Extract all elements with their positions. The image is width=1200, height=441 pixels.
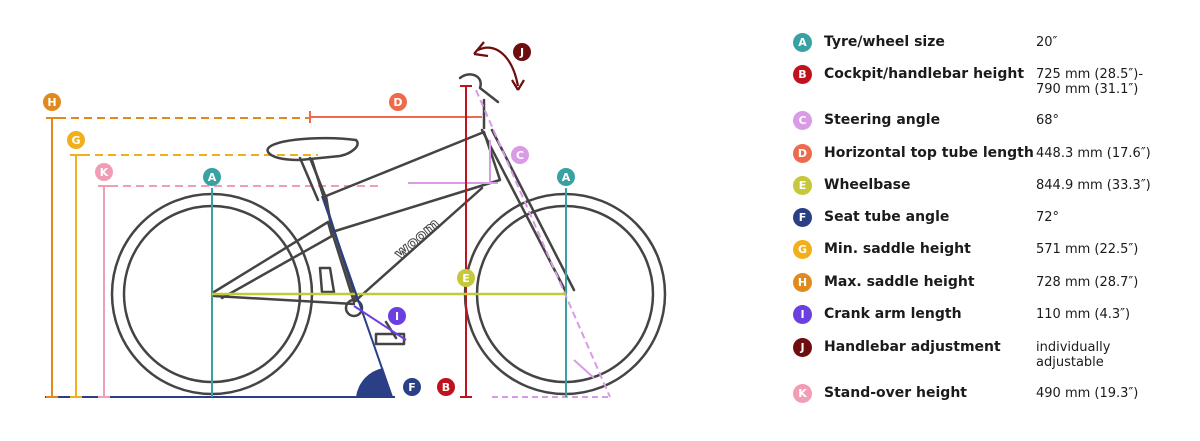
brand-logo: woom xyxy=(390,214,443,263)
svg-text:A: A xyxy=(562,171,571,184)
legend-badge-j: J xyxy=(793,338,812,357)
svg-text:D: D xyxy=(393,96,402,109)
marker-k: K xyxy=(95,163,113,181)
legend-value-g: 571 mm (22.5″) xyxy=(1036,242,1139,257)
svg-text:C: C xyxy=(516,149,524,162)
svg-text:H: H xyxy=(47,96,56,109)
legend-badge-k: K xyxy=(793,384,812,403)
legend-label-e: Wheelbase xyxy=(824,177,911,193)
legend-value-i: 110 mm (4.3″) xyxy=(1036,307,1131,322)
max-saddle-height-dimension xyxy=(46,117,310,398)
bike-frame xyxy=(212,73,576,346)
legend-value-f: 72° xyxy=(1036,210,1060,225)
marker-h: H xyxy=(43,93,61,111)
svg-text:G: G xyxy=(71,134,80,147)
legend-value-e: 844.9 mm (33.3″) xyxy=(1036,178,1151,193)
legend-badge-c: C xyxy=(793,111,812,130)
top-tube-length-dimension xyxy=(309,111,482,123)
legend-label-g: Min. saddle height xyxy=(824,241,971,257)
legend-badge-i: I xyxy=(793,305,812,324)
legend-value-d: 448.3 mm (17.6″) xyxy=(1036,146,1151,161)
legend-label-b: Cockpit/handlebar height xyxy=(824,66,1025,82)
legend-badge-a: A xyxy=(793,33,812,52)
geometry-legend: A Tyre/wheel size 20″ B Cockpit/handleba… xyxy=(793,0,1193,441)
svg-text:F: F xyxy=(408,381,416,394)
handlebar-adjustment-arrow xyxy=(473,41,525,91)
svg-text:J: J xyxy=(519,46,524,59)
legend-label-i: Crank arm length xyxy=(824,306,962,322)
legend-label-k: Stand-over height xyxy=(824,385,967,401)
steering-angle-lines xyxy=(408,89,611,398)
legend-value-c: 68° xyxy=(1036,113,1060,128)
marker-j: J xyxy=(513,43,531,61)
legend-value-a: 20″ xyxy=(1036,35,1058,50)
handlebar-height-dimension xyxy=(460,85,472,398)
legend-value-h: 728 mm (28.7″) xyxy=(1036,275,1139,290)
legend-value-j: individually adjustable xyxy=(1036,340,1111,370)
legend-value-k: 490 mm (19.3″) xyxy=(1036,386,1139,401)
legend-label-c: Steering angle xyxy=(824,112,941,128)
marker-i: I xyxy=(388,307,406,325)
marker-f: F xyxy=(403,378,421,396)
legend-badge-d: D xyxy=(793,144,812,163)
svg-text:K: K xyxy=(100,166,109,179)
marker-c: C xyxy=(511,146,529,164)
legend-badge-f: F xyxy=(793,208,812,227)
marker-e: E xyxy=(457,269,475,287)
svg-text:I: I xyxy=(395,310,399,323)
bike-geometry-diagram: woom A A B C D E F G H I J K xyxy=(43,41,667,398)
legend-label-h: Max. saddle height xyxy=(824,274,975,290)
seat-tube-angle-lines xyxy=(321,195,407,398)
legend-badge-b: B xyxy=(793,65,812,84)
marker-d: D xyxy=(389,93,407,111)
legend-label-d: Horizontal top tube length xyxy=(824,145,1034,161)
legend-label-j: Handlebar adjustment xyxy=(824,339,1001,355)
legend-badge-e: E xyxy=(793,176,812,195)
marker-b: B xyxy=(437,378,455,396)
stand-over-height-dimension xyxy=(98,185,380,398)
marker-a-front: A xyxy=(557,168,575,186)
svg-text:E: E xyxy=(462,272,470,285)
legend-value-b: 725 mm (28.5″)- 790 mm (31.1″) xyxy=(1036,67,1144,97)
marker-a-rear: A xyxy=(203,168,221,186)
marker-g: G xyxy=(67,131,85,149)
legend-label-a: Tyre/wheel size xyxy=(824,34,945,50)
svg-text:B: B xyxy=(442,381,450,394)
legend-label-f: Seat tube angle xyxy=(824,209,950,225)
legend-badge-h: H xyxy=(793,273,812,292)
min-saddle-height-dimension xyxy=(70,154,318,398)
svg-text:A: A xyxy=(208,171,217,184)
legend-badge-g: G xyxy=(793,240,812,259)
